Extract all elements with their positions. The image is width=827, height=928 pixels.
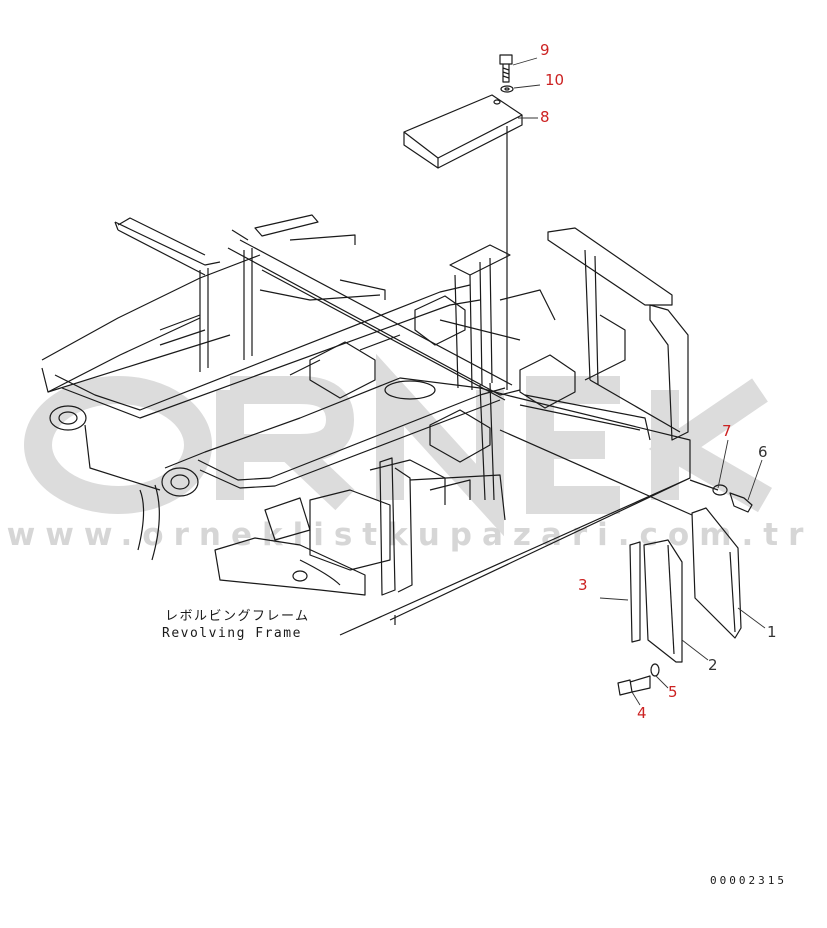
assembly-name-en: Revolving Frame [162, 626, 302, 641]
callout-8[interactable]: 8 [540, 108, 550, 126]
callout-7[interactable]: 7 [722, 422, 732, 440]
callout-9[interactable]: 9 [540, 41, 550, 59]
callout-numbers: 9 10 8 7 6 1 2 3 4 5 [540, 41, 777, 722]
drawing-number: 00002315 [710, 874, 787, 887]
cover-plate-8 [403, 94, 523, 159]
callout-4[interactable]: 4 [637, 704, 647, 722]
callout-10[interactable]: 10 [545, 71, 564, 89]
washer-10 [500, 85, 514, 93]
bolt-9-shank [502, 64, 510, 83]
assembly-name-jp: レボルビングフレーム [165, 609, 310, 624]
side-plate-1 [691, 507, 742, 639]
callout-6[interactable]: 6 [758, 443, 768, 461]
callout-leaders [512, 57, 766, 706]
watermark-url: www.orneklistkupazari.com.tr [7, 517, 814, 553]
washer-7 [712, 484, 728, 496]
callout-5[interactable]: 5 [668, 683, 678, 701]
callout-3[interactable]: 3 [578, 576, 588, 594]
callout-1[interactable]: 1 [767, 623, 777, 641]
spacer-2 [643, 539, 683, 663]
bolt-4-head [617, 679, 633, 696]
washer-5 [650, 663, 660, 677]
bolt-6 [729, 492, 753, 513]
revolving-frame-drawing [41, 214, 691, 636]
bolt-9-head [499, 54, 513, 65]
strip-3 [629, 541, 641, 643]
side-plate-assembly [499, 429, 753, 696]
watermark [24, 353, 773, 537]
cover-plate-assembly [403, 54, 523, 390]
callout-2[interactable]: 2 [708, 656, 718, 674]
